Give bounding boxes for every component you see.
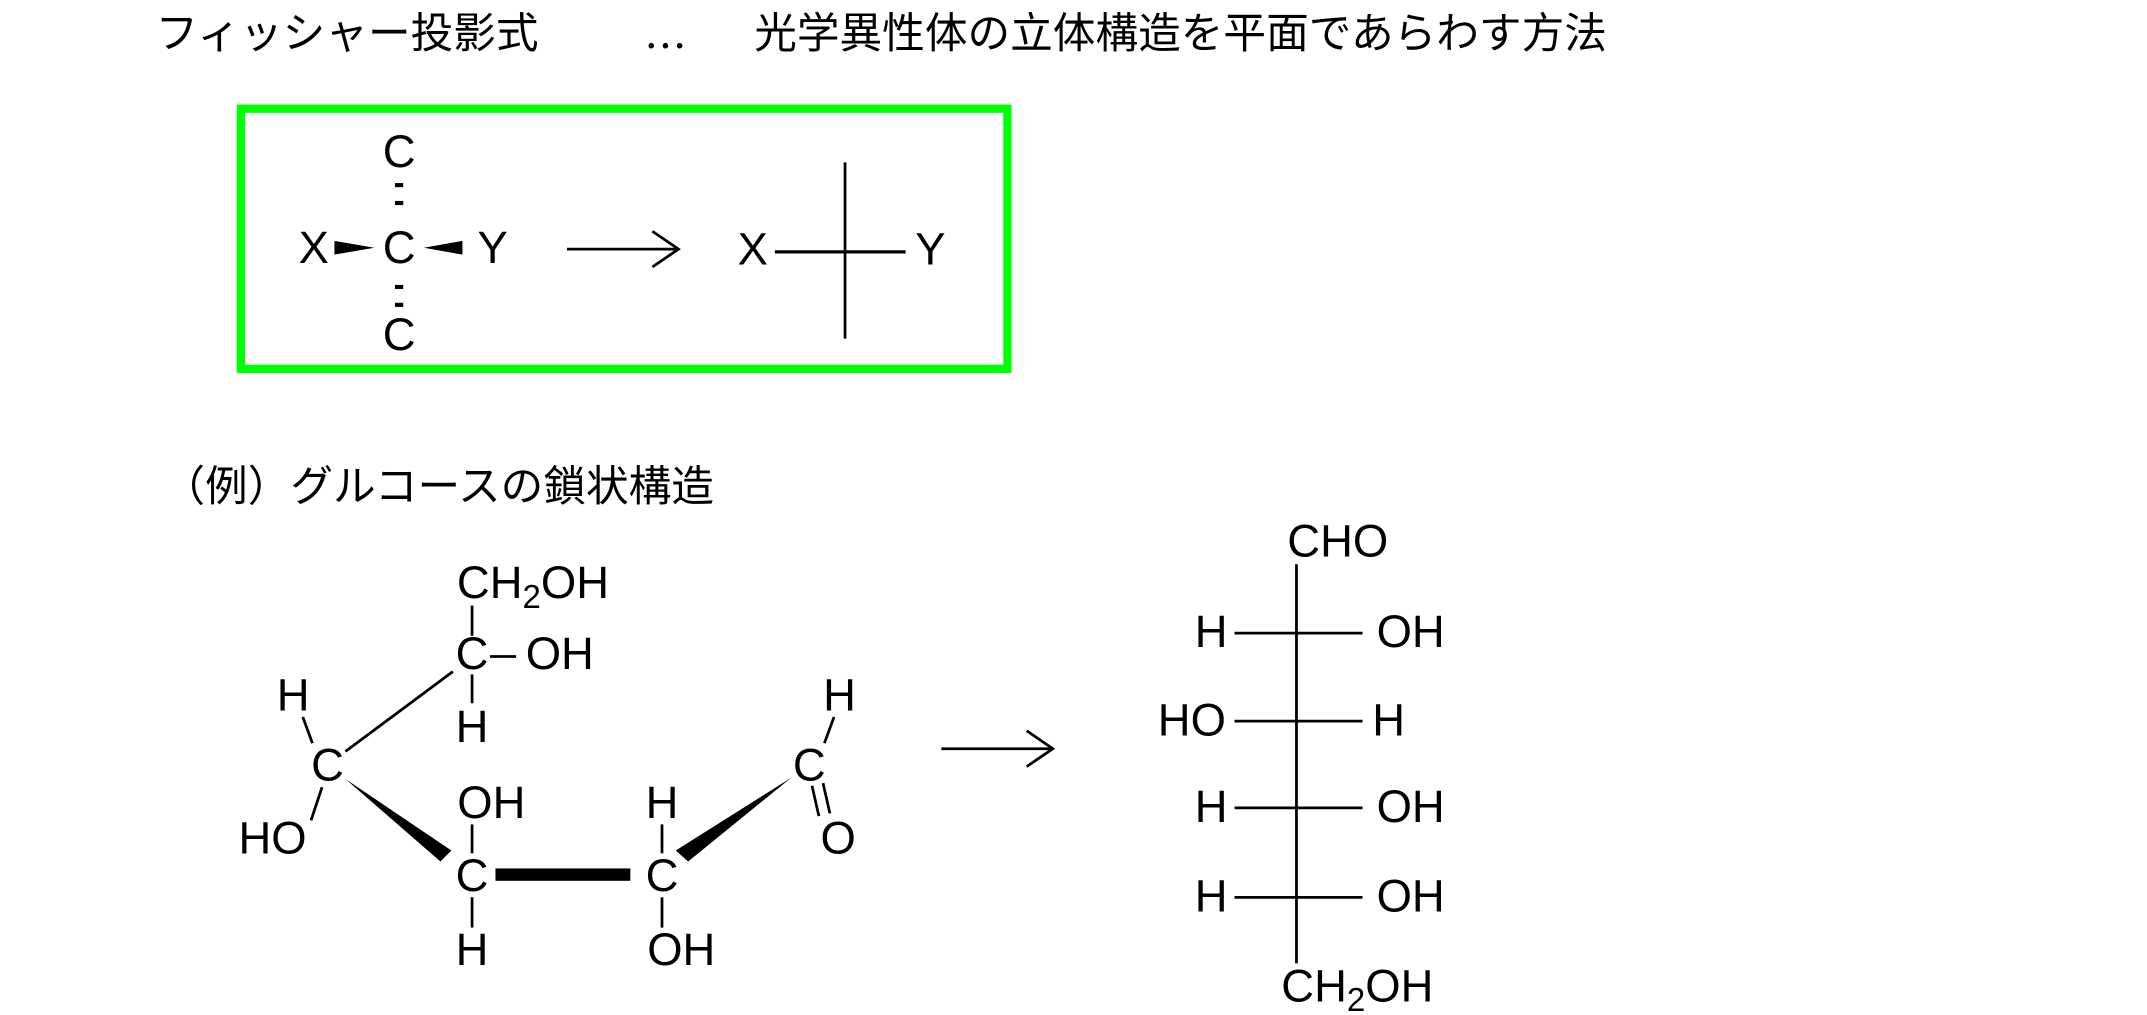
c1-oxygen: O	[820, 813, 855, 864]
row4-right: OH	[1377, 870, 1445, 921]
arrow-right-icon	[941, 729, 1056, 768]
title-separator: …	[644, 9, 687, 59]
row3-left: H	[1195, 781, 1228, 832]
c4-h: H	[277, 670, 310, 721]
row2-left: HO	[1158, 694, 1226, 745]
projection-box	[236, 104, 1012, 373]
fischer-form: X Y	[738, 162, 946, 339]
row1-left: H	[1195, 606, 1228, 657]
c4-ho: HO	[238, 813, 306, 864]
glucose-fischer-projection: CHO H OH HO H H OH H OH CH2OH	[1158, 515, 1445, 1015]
wedge-bond-c4-c3	[345, 778, 452, 862]
atom-x: X	[738, 224, 768, 275]
c1-atom: C	[793, 740, 826, 791]
atom-x: X	[299, 222, 329, 273]
wedge-bond-right	[423, 240, 463, 255]
c1-h: H	[823, 670, 856, 721]
c2-atom: C	[646, 850, 679, 901]
row1-right: OH	[1377, 606, 1445, 657]
c3-h: H	[456, 924, 489, 975]
wedge-form: C C C X Y	[299, 126, 508, 360]
row3-right: OH	[1377, 781, 1445, 832]
c4-atom: C	[311, 740, 344, 791]
c2-oh: OH	[647, 924, 715, 975]
fischer-top-cho: CHO	[1287, 515, 1388, 566]
c5-h: H	[456, 701, 489, 752]
c2-h: H	[646, 777, 679, 828]
wedge-bond-c2-c1	[675, 777, 792, 862]
row2-right: H	[1372, 694, 1405, 745]
glucose-chain-structure: CH2OH C OH H H C HO OH C H H C OH H C O	[238, 557, 855, 975]
c5-oh: OH	[526, 628, 594, 679]
atom-center-c: C	[383, 222, 416, 273]
arrow-right-icon	[567, 230, 681, 269]
bold-bond-c3-c2	[495, 868, 631, 881]
row4-left: H	[1195, 870, 1228, 921]
dashed-bond-top	[394, 183, 404, 206]
c5-atom: C	[456, 628, 489, 679]
title-description: 光学異性体の立体構造を平面であらわす方法	[754, 9, 1607, 59]
wedge-bond-left	[334, 240, 375, 255]
example-heading: （例）グルコースの鎖状構造	[162, 462, 714, 512]
atom-y: Y	[915, 224, 945, 275]
title-term: フィッシャー投影式	[156, 9, 539, 59]
atom-bottom-c: C	[383, 309, 416, 360]
atom-y: Y	[478, 222, 508, 273]
c3-oh: OH	[457, 777, 525, 828]
fischer-bottom-ch2oh: CH2OH	[1281, 960, 1433, 1015]
dashed-bond-bottom	[394, 284, 404, 307]
c3-atom: C	[456, 850, 489, 901]
ch2oh-group: CH2OH	[457, 557, 609, 615]
atom-top-c: C	[383, 126, 416, 177]
